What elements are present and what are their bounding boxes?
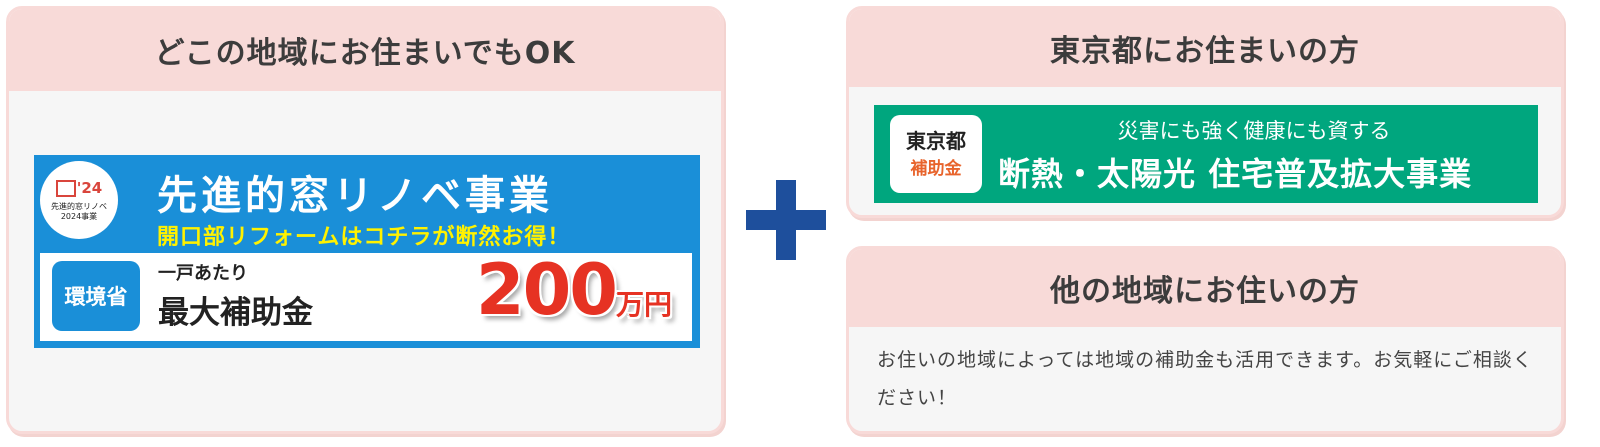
logo-line1: 先進的窓リノベ (51, 202, 107, 212)
sentan-subtitle: 開口部リフォームはコチラが断然お得！ (157, 225, 571, 250)
amount-unit: 万円 (615, 288, 672, 321)
sentan-mado-renove-banner[interactable]: '24 先進的窓リノベ 2024事業 先進的窓リノベ事業 開口部リフォームはコチ… (34, 155, 700, 348)
tokyo-badge: 東京都 補助金 (890, 115, 982, 193)
tokyo-badge-bottom: 補助金 (910, 158, 962, 179)
per-house-label: 一戸あたり (158, 263, 248, 284)
ministry-badge: 環境省 (52, 261, 140, 331)
house-window-icon: '24 (55, 180, 102, 198)
subsidy-amount: 200万円 (476, 249, 672, 331)
tokyo-badge-top: 東京都 (906, 128, 966, 153)
tokyo-card: 東京都にお住まいの方 東京都 補助金 災害にも強く健康にも資する 断熱・太陽光 … (846, 6, 1564, 218)
plus-icon (746, 180, 826, 260)
logo-line2: 2024事業 (60, 212, 98, 221)
amount-number: 200 (475, 249, 618, 331)
tokyo-title: 東京都にお住まいの方 (849, 9, 1561, 87)
tokyo-subsidy-banner[interactable]: 東京都 補助金 災害にも強く健康にも資する 断熱・太陽光 住宅普及拡大事業 (874, 105, 1538, 203)
other-region-card: 他の地域にお住いの方 お住いの地域によっては地域の補助金も活用できます。お気軽に… (846, 246, 1564, 434)
other-region-title: 他の地域にお住いの方 (849, 249, 1561, 327)
subsidy-panel: 環境省 一戸あたり 最大補助金 200万円 (40, 249, 692, 341)
region-any-card: どこの地域にお住まいでもOK '24 先進的窓リノベ 2024事業 先進的窓リノ… (6, 6, 724, 434)
other-region-text: お住いの地域によっては地域の補助金も活用できます。お気軽にご相談ください！ (877, 349, 1533, 409)
region-any-title: どこの地域にお住まいでもOK (9, 9, 721, 91)
tokyo-banner-subtitle: 災害にも強く健康にも資する (1117, 119, 1391, 143)
sentan-logo: '24 先進的窓リノベ 2024事業 (40, 161, 118, 239)
max-subsidy-label: 最大補助金 (158, 295, 313, 331)
tokyo-banner-title: 断熱・太陽光 住宅普及拡大事業 (998, 155, 1473, 193)
sentan-title: 先進的窓リノベ事業 (157, 173, 553, 219)
